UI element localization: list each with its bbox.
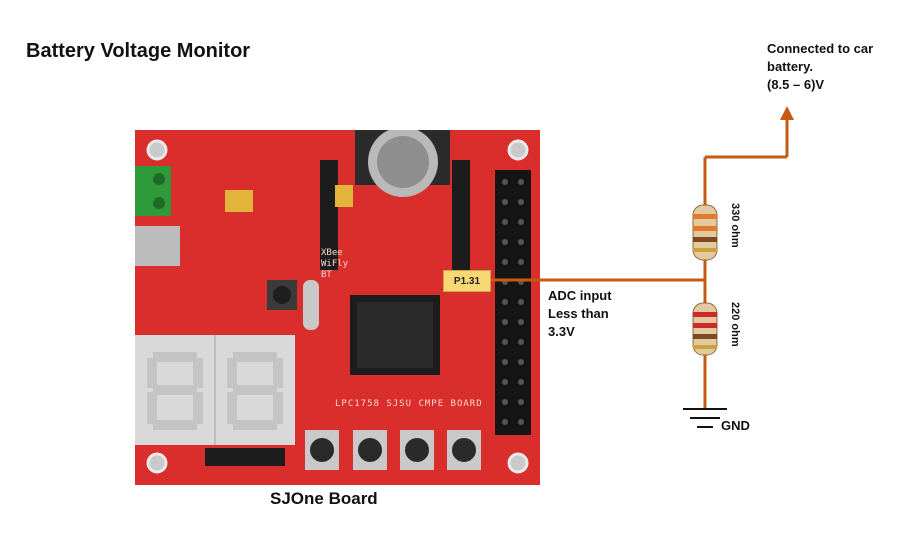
header-left [320,160,338,270]
adc-note-line-2: Less than [548,306,609,321]
car-battery-note: Connected to car battery. (8.5 – 6)V [767,40,907,94]
pin-headers [495,170,531,435]
terminal-block [135,166,171,216]
circuit-wires [489,118,789,408]
header-right [452,160,470,270]
battery-arrow-icon [780,106,794,120]
gnd-label: GND [721,418,750,433]
xbee-line-2: WiFly [321,259,349,269]
car-note-line-2: battery. [767,59,813,74]
sjone-board-image: LPC1758 SJSU CMPE BOARD XBee WiFly BT [135,130,540,485]
car-note-line-3: (8.5 – 6)V [767,77,825,92]
adc-input-note: ADC input Less than 3.3V [548,287,648,341]
resistor-top-label: 330 ohm [729,203,741,248]
board-caption: SJOne Board [270,489,378,508]
xbee-line-3: BT [321,270,332,280]
xbee-line-1: XBee [321,248,343,258]
adc-note-line-3: 3.3V [548,324,575,339]
resistor-icon [692,204,718,261]
resistor-icon [692,302,718,356]
push-buttons [305,430,481,470]
resistor-bottom-label: 220 ohm [729,302,741,347]
ground-icon [683,408,727,428]
car-note-line-1: Connected to car [767,41,874,56]
usb-connector [135,226,180,266]
adc-note-line-1: ADC input [548,288,612,303]
board-silkscreen: LPC1758 SJSU CMPE BOARD [335,399,483,409]
pin-label-tag: P1.31 [443,270,491,292]
page-title: Battery Voltage Monitor [26,40,251,62]
mounting-holes [146,139,529,474]
